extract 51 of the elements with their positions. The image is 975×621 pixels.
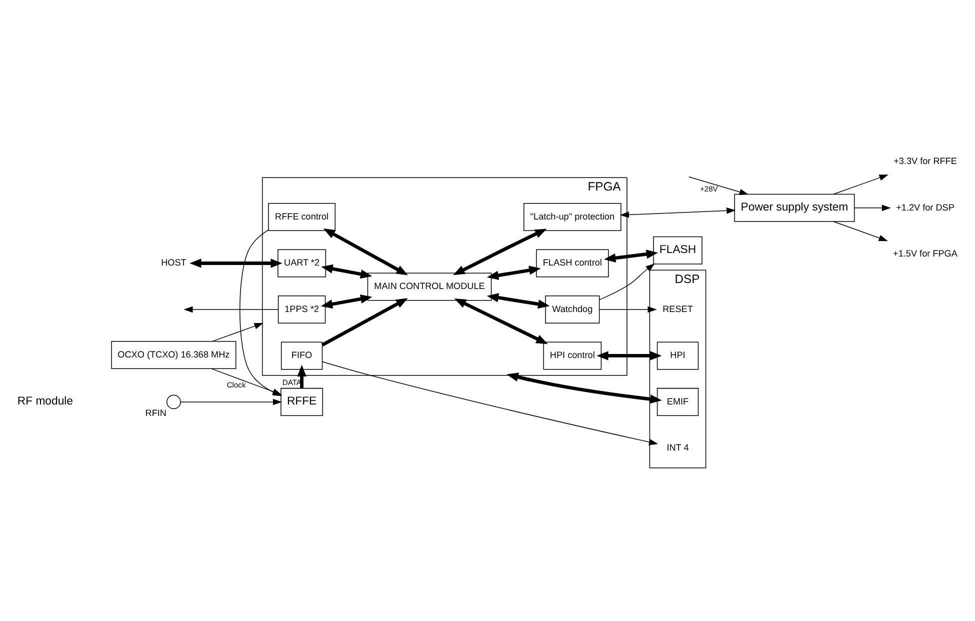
node-text: +1.5V for FPGA bbox=[893, 248, 958, 258]
arrow bbox=[321, 264, 372, 278]
node-text: HOST bbox=[161, 257, 186, 268]
arrow bbox=[486, 265, 541, 280]
arrow bbox=[598, 262, 655, 300]
label: RF module bbox=[17, 395, 73, 408]
arrow bbox=[454, 298, 548, 344]
arrow bbox=[688, 176, 749, 194]
arrow bbox=[184, 306, 279, 312]
node-box: FIFO bbox=[280, 341, 323, 370]
arrow bbox=[854, 204, 891, 211]
arrow bbox=[212, 322, 264, 342]
arrow bbox=[190, 258, 282, 268]
edge-label: +28V bbox=[700, 184, 718, 194]
node-label: RFIN bbox=[145, 408, 166, 418]
arrow bbox=[320, 294, 372, 308]
arrow bbox=[486, 292, 550, 308]
node-circle bbox=[166, 394, 181, 409]
node-box: HPI control bbox=[543, 341, 602, 370]
node-box: RFFE control bbox=[268, 202, 336, 231]
node-box: Watchdog bbox=[545, 294, 600, 323]
arrow bbox=[598, 306, 657, 312]
node-text: RESET bbox=[662, 303, 693, 314]
node-box: FLASH control bbox=[536, 248, 609, 277]
arrow bbox=[604, 249, 658, 262]
node-box: 1PPS *2 bbox=[278, 294, 326, 323]
node-box: HPI bbox=[656, 341, 699, 370]
arrow bbox=[833, 220, 888, 241]
arrow bbox=[323, 228, 408, 275]
arrow bbox=[833, 174, 888, 194]
node-text: +3.3V for RFFE bbox=[894, 156, 957, 166]
node-box: FLASH bbox=[653, 236, 702, 264]
arrow bbox=[180, 398, 282, 405]
arrow bbox=[297, 364, 306, 388]
arrow bbox=[506, 372, 662, 404]
arrow bbox=[596, 350, 662, 360]
arrow bbox=[211, 368, 282, 394]
node-box: "Latch-up" protection bbox=[524, 202, 622, 231]
node-box: RFFE bbox=[280, 387, 324, 416]
node-text: INT 4 bbox=[666, 442, 689, 452]
arrow bbox=[321, 298, 408, 346]
arrow bbox=[322, 360, 658, 445]
arrow bbox=[453, 228, 547, 275]
node-box: UART *2 bbox=[278, 248, 326, 277]
node-box: EMIF bbox=[656, 387, 699, 416]
node-box: OCXO (TCXO) 16.368 MHz bbox=[111, 340, 236, 368]
arrow bbox=[620, 207, 736, 218]
edge-label: Clock bbox=[226, 380, 246, 390]
node-text: +1.2V for DSP bbox=[896, 202, 954, 212]
node-box: MAIN CONTROL MODULE bbox=[367, 272, 492, 300]
node-box: Power supply system bbox=[734, 193, 855, 222]
